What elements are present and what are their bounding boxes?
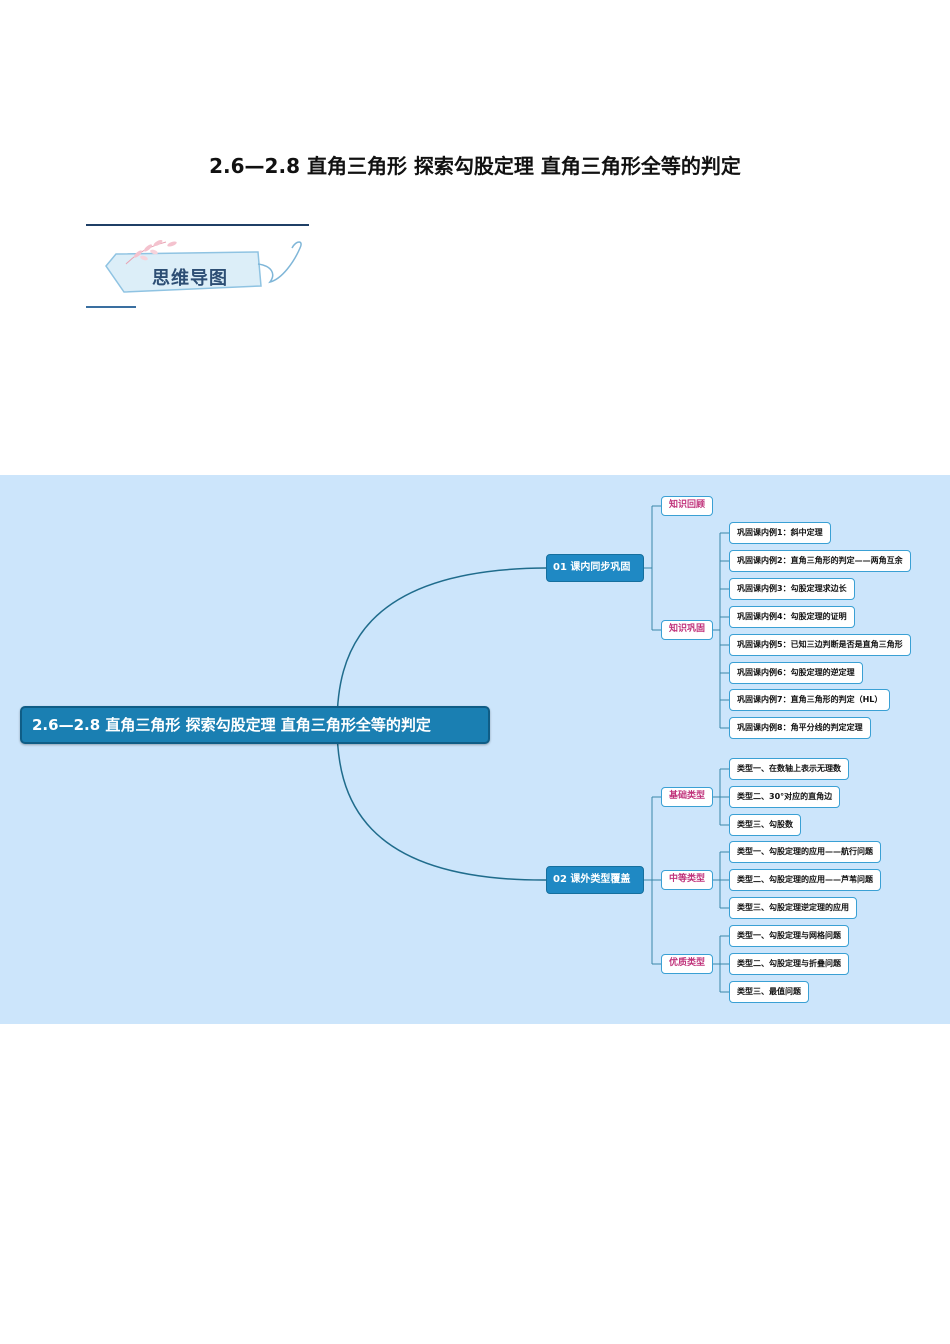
leaf-node: 巩固课内例6：勾股定理的逆定理	[729, 662, 863, 684]
leaf-node: 巩固课内例5：已知三边判断是否是直角三角形	[729, 634, 911, 656]
subnode-advanced-types: 优质类型	[661, 954, 713, 974]
leaf-node: 类型一、在数轴上表示无理数	[729, 758, 849, 780]
leaf-node: 类型三、勾股定理逆定理的应用	[729, 897, 857, 919]
subnode-knowledge-consolidation: 知识巩固	[661, 620, 713, 640]
mindmap-connectors	[336, 505, 729, 993]
leaf-node: 巩固课内例3：勾股定理求边长	[729, 578, 855, 600]
leaf-node: 类型一、勾股定理与网格问题	[729, 925, 849, 947]
leaf-node: 巩固课内例1：斜中定理	[729, 522, 831, 544]
leaf-node: 类型三、最值问题	[729, 981, 809, 1003]
branch-node-in-class: 01 课内同步巩固	[546, 554, 644, 582]
leaf-node: 巩固课内例2：直角三角形的判定——两角互余	[729, 550, 911, 572]
badge-top-rule	[86, 224, 309, 226]
leaf-node: 巩固课内例4：勾股定理的证明	[729, 606, 855, 628]
document-title: 2.6—2.8 直角三角形 探索勾股定理 直角三角形全等的判定	[209, 154, 741, 178]
mindmap-section-badge: 思维导图	[86, 224, 311, 310]
mindmap-panel: 2.6—2.8 直角三角形 探索勾股定理 直角三角形全等的判定 01 课内同步巩…	[0, 475, 950, 1024]
branch-node-extracurricular: 02 课外类型覆盖	[546, 866, 644, 894]
leaf-node: 巩固课内例8：角平分线的判定定理	[729, 717, 871, 739]
leaf-node: 类型三、勾股数	[729, 814, 801, 836]
subnode-knowledge-review: 知识回顾	[661, 496, 713, 516]
badge-ribbon-graphic	[105, 239, 302, 293]
leaf-node: 类型二、30°对应的直角边	[729, 786, 841, 808]
leaf-node: 类型一、勾股定理的应用——航行问题	[729, 841, 881, 863]
subnode-basic-types: 基础类型	[661, 787, 713, 807]
badge-bottom-rule	[86, 306, 136, 308]
badge-label: 思维导图	[152, 268, 228, 289]
leaf-node: 类型二、勾股定理与折叠问题	[729, 953, 849, 975]
subnode-medium-types: 中等类型	[661, 870, 713, 890]
leaf-node: 巩固课内例7：直角三角形的判定（HL）	[729, 689, 891, 711]
mindmap-root-node: 2.6—2.8 直角三角形 探索勾股定理 直角三角形全等的判定	[20, 706, 490, 744]
leaf-node: 类型二、勾股定理的应用——芦苇问题	[729, 869, 881, 891]
